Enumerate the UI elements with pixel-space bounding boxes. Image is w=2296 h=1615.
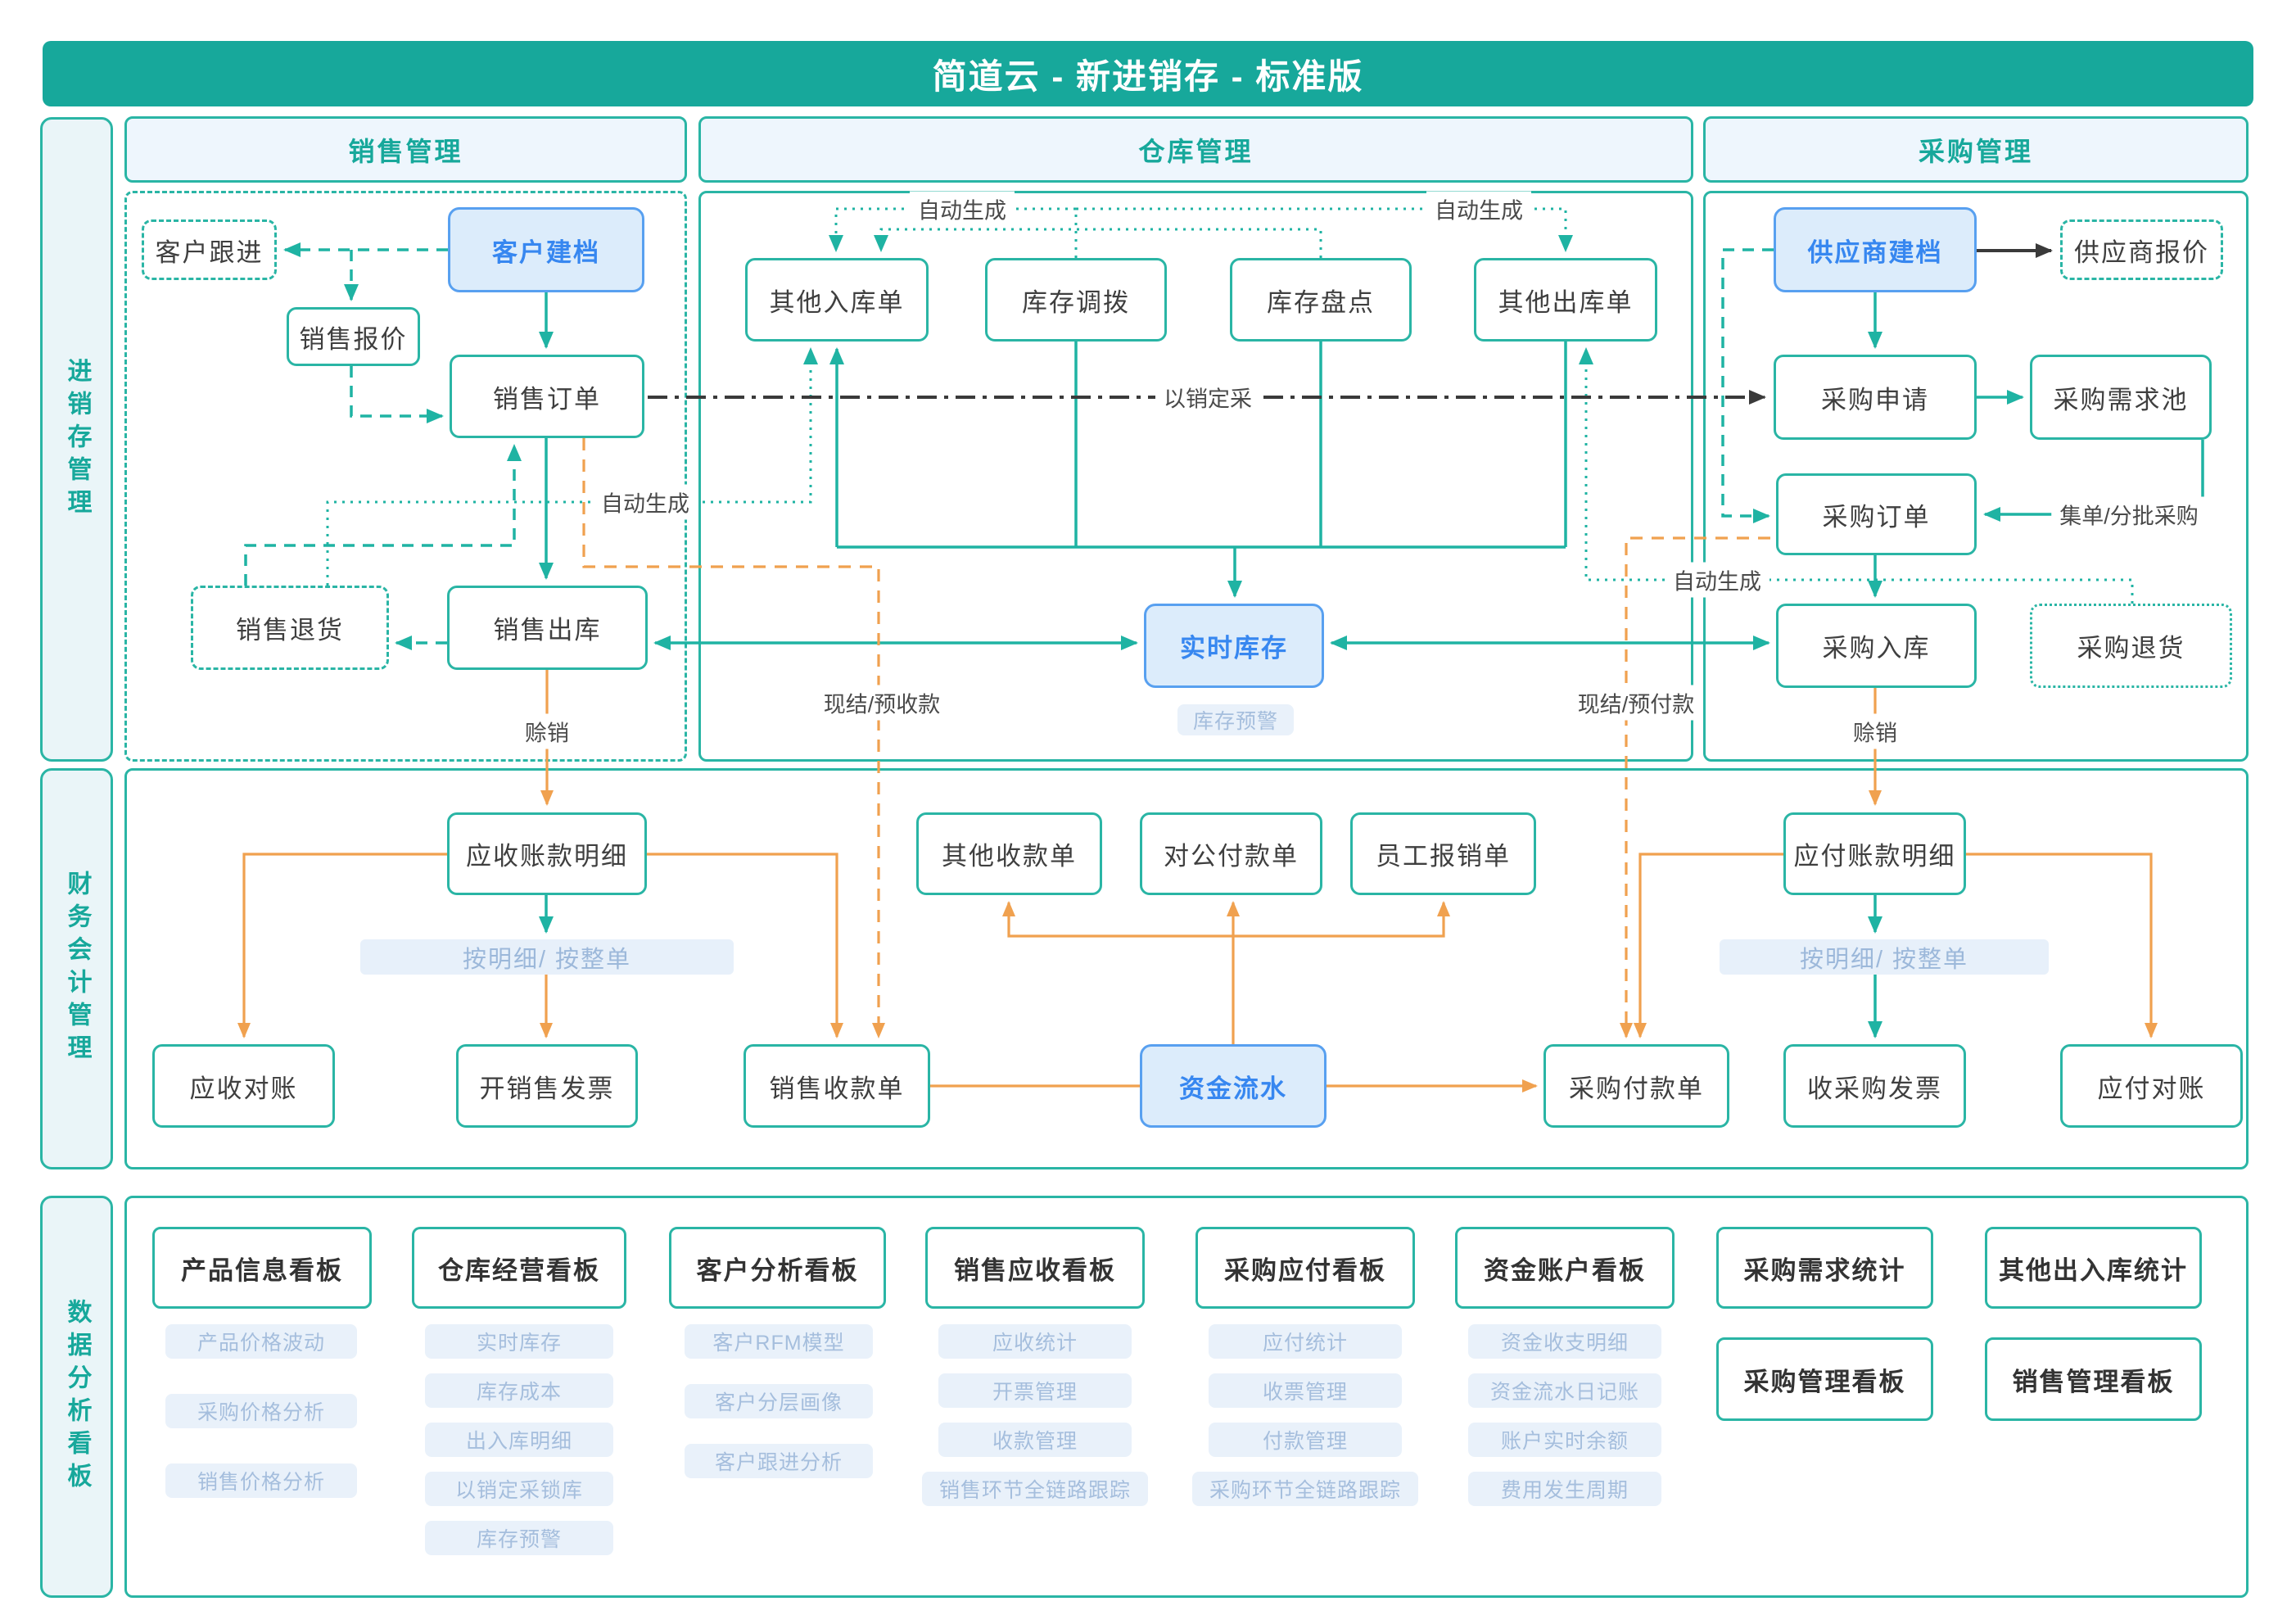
badge-ap-settle-mode: 按明细/ 按整单: [1720, 939, 2049, 975]
node-other-outbound: 其他出库单: [1474, 258, 1657, 342]
node-purchase-pool: 采购需求池: [2030, 355, 2212, 440]
node-realtime-stock: 实时库存: [1144, 604, 1324, 688]
pill-product-price-fluctuation: 产品价格波动: [165, 1324, 357, 1359]
node-supplier-quote: 供应商报价: [2060, 219, 2223, 280]
column-header-sales: 销售管理: [124, 116, 687, 183]
dashboard-other-inout-stats: 其他出入库统计: [1985, 1227, 2202, 1309]
finance-section-frame: [124, 768, 2249, 1169]
node-sales-invoice: 开销售发票: [456, 1044, 638, 1128]
pill-stock-alert: 库存预警: [425, 1521, 613, 1555]
node-other-receipt: 其他收款单: [916, 812, 1102, 895]
dashboard-purchase-demand-stats: 采购需求统计: [1716, 1227, 1933, 1309]
rail-inventory-management: 进销存管理: [40, 117, 113, 762]
dashboard-section-frame: [124, 1196, 2249, 1598]
edge-label-auto-generate-warehouse-left: 自动生成: [910, 191, 1015, 227]
pill-sale-driven-lock: 以销定采锁库: [425, 1472, 613, 1506]
pill-ar-stats: 应收统计: [938, 1324, 1132, 1359]
edge-label-sale-to-purchase: 以销定采: [1155, 379, 1260, 415]
edge-label-auto-generate-purchase: 自动生成: [1665, 562, 1769, 598]
dashboard-sales-receivable: 销售应收看板: [925, 1227, 1145, 1309]
node-sales-quote: 销售报价: [287, 307, 420, 366]
dashboard-product-info: 产品信息看板: [152, 1227, 372, 1309]
node-expense-claim: 员工报销单: [1350, 812, 1536, 895]
node-stock-transfer: 库存调拨: [985, 258, 1167, 342]
node-purchase-payment: 采购付款单: [1543, 1044, 1729, 1128]
node-sales-outbound: 销售出库: [447, 586, 648, 670]
node-other-inbound: 其他入库单: [745, 258, 929, 342]
pill-inout-detail: 出入库明细: [425, 1423, 613, 1457]
node-ap-detail: 应付账款明细: [1783, 812, 1966, 895]
edge-label-batch-purchase: 集单/分批采购: [2051, 496, 2207, 532]
node-ar-detail: 应收账款明细: [447, 812, 647, 895]
pill-cashflow-journal: 资金流水日记账: [1468, 1373, 1661, 1408]
pill-stock-cost: 库存成本: [425, 1373, 613, 1408]
dashboard-purchase-payable: 采购应付看板: [1195, 1227, 1415, 1309]
column-header-warehouse: 仓库管理: [698, 116, 1693, 183]
pill-account-realtime-balance: 账户实时余额: [1468, 1423, 1661, 1457]
column-header-purchase: 采购管理: [1703, 116, 2249, 183]
edge-label-credit-sale-left: 赊销: [517, 713, 577, 749]
node-sales-order: 销售订单: [450, 355, 644, 438]
node-sales-receipt: 销售收款单: [743, 1044, 930, 1128]
pill-payment-management: 付款管理: [1209, 1423, 1402, 1457]
node-purchase-inbound: 采购入库: [1776, 604, 1977, 688]
pill-customer-rfm: 客户RFM模型: [685, 1324, 873, 1359]
badge-ar-settle-mode: 按明细/ 按整单: [360, 939, 734, 975]
pill-customer-follow-analysis: 客户跟进分析: [685, 1444, 873, 1478]
edge-label-auto-generate-sales: 自动生成: [593, 484, 698, 520]
edge-label-cash-advance-receipt: 现结/预收款: [815, 685, 949, 721]
pill-customer-layering: 客户分层画像: [685, 1384, 873, 1418]
edge-label-cash-advance-payment: 现结/预付款: [1569, 685, 1703, 721]
pill-ap-stats: 应付统计: [1209, 1324, 1402, 1359]
pill-purchase-price-analysis: 采购价格分析: [165, 1394, 357, 1428]
rail-data-dashboard: 数据分析看板: [40, 1196, 113, 1598]
page-title: 简道云 - 新进销存 - 标准版: [43, 41, 2253, 106]
node-purchase-request: 采购申请: [1774, 355, 1977, 440]
node-supplier-create: 供应商建档: [1774, 207, 1977, 292]
pill-realtime-stock: 实时库存: [425, 1324, 613, 1359]
pill-sales-chain-tracking: 销售环节全链路跟踪: [922, 1472, 1148, 1506]
pill-fund-inout-detail: 资金收支明细: [1468, 1324, 1661, 1359]
node-cash-flow: 资金流水: [1140, 1044, 1327, 1128]
pill-receipt-management: 收款管理: [938, 1423, 1132, 1457]
node-purchase-invoice: 收采购发票: [1783, 1044, 1966, 1128]
node-purchase-return: 采购退货: [2030, 604, 2232, 688]
node-customer-create: 客户建档: [448, 207, 644, 292]
dashboard-sales-management: 销售管理看板: [1985, 1337, 2202, 1421]
pill-invoicing-management: 开票管理: [938, 1373, 1132, 1408]
node-corp-payment: 对公付款单: [1140, 812, 1322, 895]
edge-label-credit-sale-right: 赊销: [1845, 713, 1905, 749]
node-sales-return: 销售退货: [191, 586, 389, 670]
node-ap-recon: 应付对账: [2060, 1044, 2243, 1128]
pill-expense-cycle: 费用发生周期: [1468, 1472, 1661, 1506]
dashboard-purchase-management: 采购管理看板: [1716, 1337, 1933, 1421]
dashboard-fund-account: 资金账户看板: [1455, 1227, 1675, 1309]
dashboard-warehouse-ops: 仓库经营看板: [412, 1227, 626, 1309]
pill-invoice-receiving: 收票管理: [1209, 1373, 1402, 1408]
edge-label-auto-generate-warehouse-right: 自动生成: [1426, 191, 1531, 227]
node-customer-follow: 客户跟进: [142, 219, 277, 280]
badge-stock-alert: 库存预警: [1177, 704, 1294, 735]
dashboard-customer-analysis: 客户分析看板: [669, 1227, 886, 1309]
node-stock-count: 库存盘点: [1230, 258, 1412, 342]
node-purchase-order: 采购订单: [1776, 473, 1977, 555]
rail-finance-accounting: 财务会计管理: [40, 768, 113, 1169]
node-ar-recon: 应收对账: [152, 1044, 335, 1128]
pill-sales-price-analysis: 销售价格分析: [165, 1463, 357, 1498]
pill-purchase-chain-tracking: 采购环节全链路跟踪: [1192, 1472, 1418, 1506]
